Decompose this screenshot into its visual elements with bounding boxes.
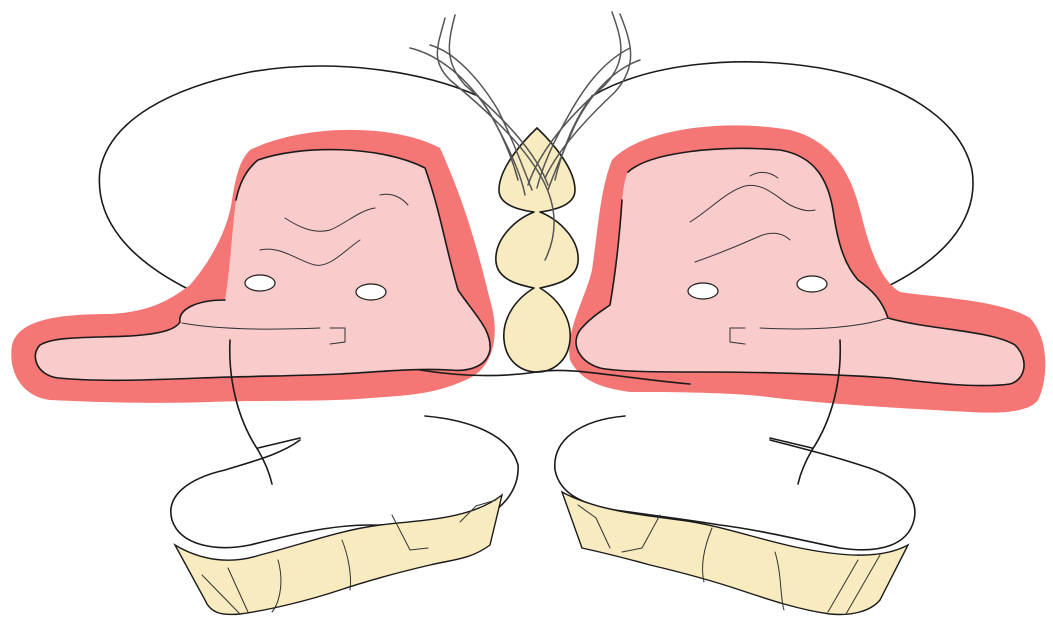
- left-tooth-band: [175, 495, 502, 614]
- right-hemisphere: [555, 62, 1046, 615]
- left-lower-tick: [258, 438, 300, 448]
- left-inner-region: [35, 150, 490, 381]
- right-inner-region: [576, 148, 1024, 385]
- left-hole-inner: [356, 284, 386, 300]
- left-hemisphere: [11, 66, 518, 614]
- right-hole-inner: [688, 283, 718, 299]
- left-hole-outer: [245, 275, 275, 291]
- right-hole-outer: [797, 276, 827, 292]
- right-lower-tick: [770, 438, 812, 448]
